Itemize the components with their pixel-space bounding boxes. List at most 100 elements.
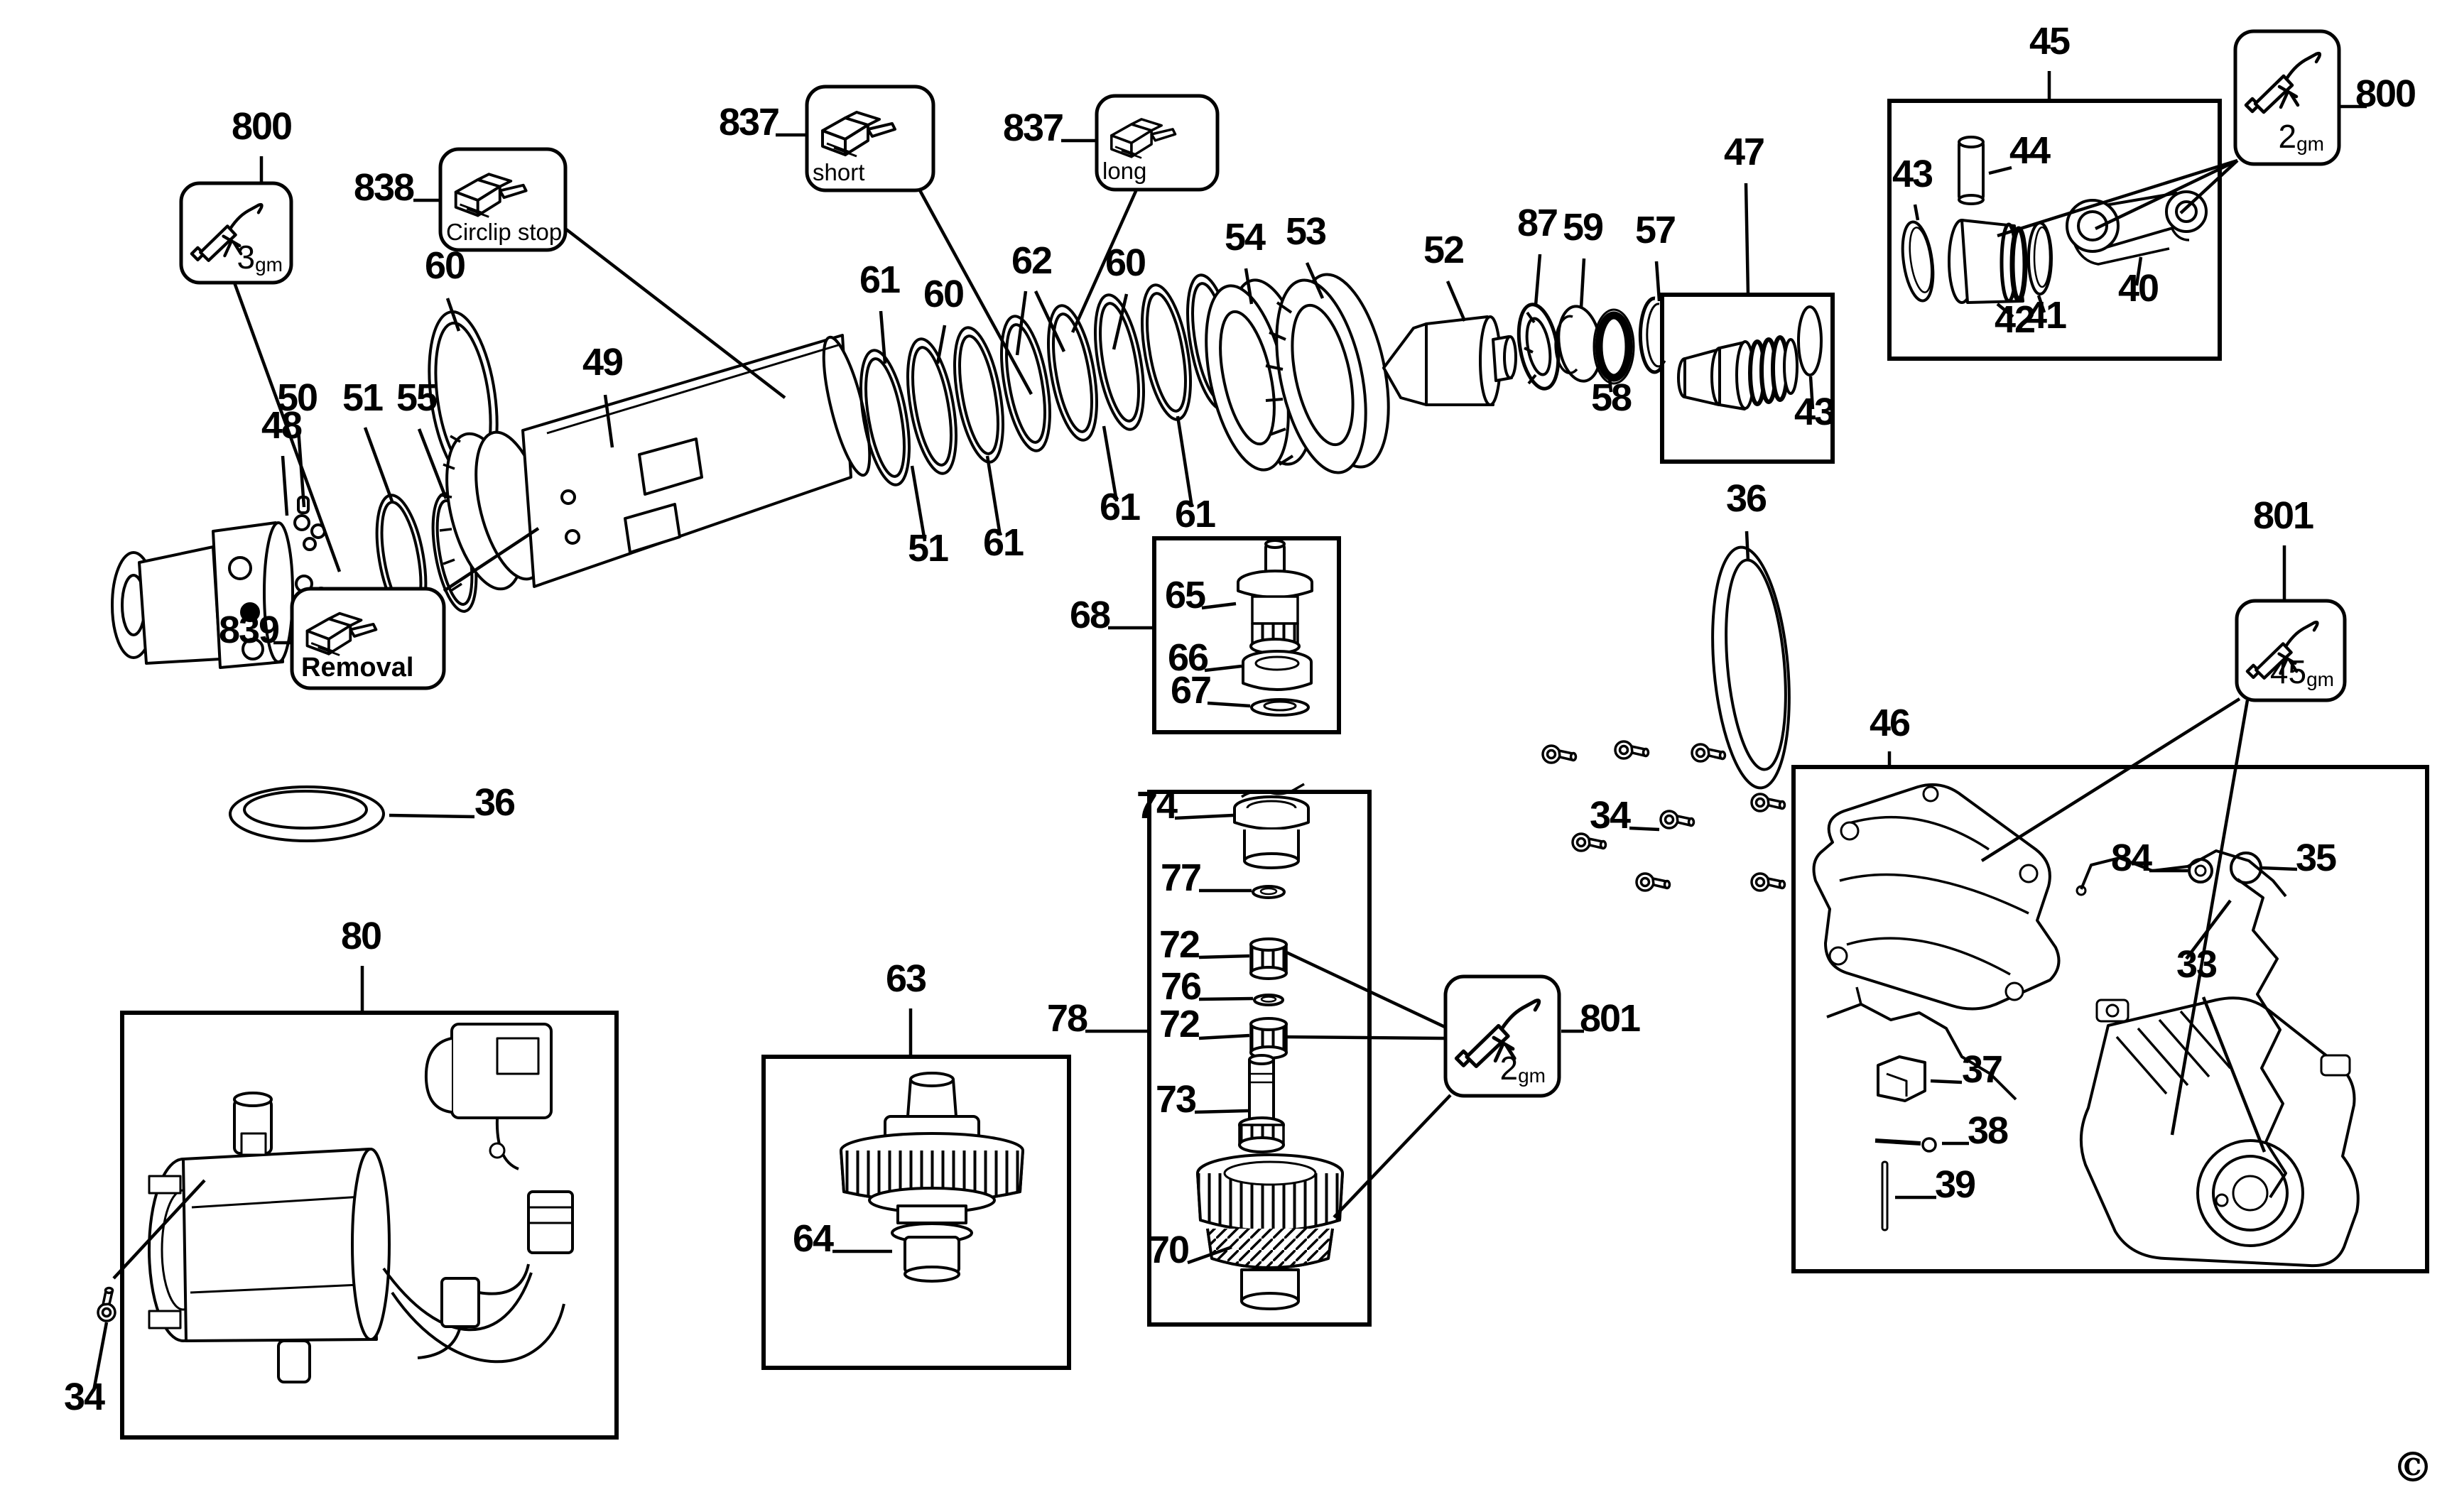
callout-label-838-circlip-stop: 838 bbox=[354, 166, 414, 209]
bracket-37 bbox=[1877, 1055, 1926, 1102]
leader-line bbox=[1913, 204, 1920, 221]
leader-line bbox=[363, 427, 394, 502]
callout-label-837-short: 837 bbox=[719, 101, 778, 143]
bearing-53 bbox=[1265, 273, 1390, 474]
leader-line bbox=[935, 325, 947, 364]
part-label-54: 54 bbox=[1225, 216, 1266, 259]
callout-label-837-long: 837 bbox=[1003, 107, 1063, 149]
roller-72-lower bbox=[1249, 1017, 1288, 1060]
part-label-52: 52 bbox=[1423, 229, 1463, 271]
callout-label-801-2gm: 801 bbox=[1580, 997, 1640, 1040]
group-box-80 bbox=[120, 1011, 619, 1440]
gearbox-housing-46 bbox=[1812, 783, 2061, 1011]
callout-amount-800-2gm: 2gm bbox=[2279, 118, 2325, 155]
part-label-42: 42 bbox=[1995, 298, 2034, 341]
group-box-45 bbox=[1887, 99, 2222, 361]
shaft-73 bbox=[1238, 1054, 1285, 1153]
callout-leader-839-removal bbox=[443, 527, 540, 592]
callout-label-839-removal: 839 bbox=[219, 609, 279, 651]
rod-39 bbox=[1881, 1160, 1889, 1231]
leader-line bbox=[281, 455, 289, 516]
group-label-78: 78 bbox=[1047, 997, 1087, 1040]
part-label-66: 66 bbox=[1168, 636, 1208, 679]
callout-box-800-2gm bbox=[2233, 29, 2341, 166]
part-label-64: 64 bbox=[793, 1217, 834, 1260]
callout-label-801-45gm: 801 bbox=[2253, 494, 2313, 537]
callout-box-837-short bbox=[805, 85, 935, 192]
leader-line bbox=[1445, 281, 1467, 322]
leader-line bbox=[1198, 954, 1250, 959]
part-label-36-left: 36 bbox=[474, 781, 515, 824]
leader-line bbox=[1174, 813, 1234, 820]
part-label-51-b: 51 bbox=[908, 527, 948, 570]
callout-box-839-removal bbox=[290, 587, 446, 690]
callout-amount-801-45gm: 45gm bbox=[2270, 653, 2334, 690]
leader-line bbox=[2185, 899, 2232, 960]
callout-caption-839-removal: Removal bbox=[301, 653, 413, 682]
washer-77 bbox=[1252, 885, 1286, 899]
part-label-40: 40 bbox=[2118, 267, 2158, 310]
o-ring-36-left bbox=[229, 785, 385, 842]
leader-line bbox=[1244, 268, 1254, 305]
part-label-61-b: 61 bbox=[983, 521, 1024, 564]
callout-label-800-3gm: 800 bbox=[232, 105, 291, 148]
callout-leader-801-45gm bbox=[1980, 697, 2241, 862]
part-label-37: 37 bbox=[1962, 1048, 2002, 1091]
washer-67 bbox=[1250, 698, 1310, 717]
callout-leader-800-2gm bbox=[2095, 158, 2238, 231]
callout-caption-838-circlip-stop: Circlip stop bbox=[446, 219, 562, 245]
part-label-65: 65 bbox=[1165, 574, 1205, 616]
leader-line bbox=[1305, 262, 1325, 299]
part-47-ram-spindle bbox=[1677, 335, 1798, 410]
leader-line bbox=[92, 1322, 109, 1391]
part-label-61-a: 61 bbox=[859, 259, 900, 301]
callout-caption-837-long: long bbox=[1102, 158, 1146, 184]
part-label-53: 53 bbox=[1286, 210, 1326, 253]
plug-35 bbox=[2230, 852, 2262, 884]
part-label-55: 55 bbox=[396, 376, 437, 419]
leader-line bbox=[1745, 531, 1750, 562]
leader-line bbox=[2036, 295, 2046, 313]
ring-59 bbox=[1554, 305, 1602, 383]
group-label-80: 80 bbox=[341, 915, 381, 957]
part-label-77: 77 bbox=[1161, 856, 1200, 899]
leader-line bbox=[1201, 602, 1237, 610]
group-label-47: 47 bbox=[1724, 131, 1764, 173]
leader-line bbox=[1204, 664, 1242, 673]
gear-70 bbox=[1196, 1153, 1344, 1310]
part-label-60-b: 60 bbox=[923, 273, 963, 315]
leader-line bbox=[417, 428, 448, 499]
group-box-46 bbox=[1791, 765, 2429, 1273]
group-box-68 bbox=[1152, 536, 1341, 734]
circlip-57 bbox=[1638, 296, 1666, 374]
group-label-63: 63 bbox=[886, 957, 926, 1000]
part-label-84: 84 bbox=[2111, 837, 2152, 879]
part-label-38: 38 bbox=[1968, 1109, 2008, 1152]
washer-87 bbox=[1517, 303, 1561, 391]
leader-line bbox=[1629, 826, 1660, 832]
motor-assembly-80 bbox=[148, 1023, 574, 1383]
callout-leader-838-circlip-stop bbox=[564, 227, 786, 399]
leader-line bbox=[1102, 425, 1119, 502]
part-label-67: 67 bbox=[1171, 669, 1210, 712]
part-label-76: 76 bbox=[1161, 965, 1201, 1008]
pin-44 bbox=[1958, 136, 1985, 205]
callout-label-800-2gm: 800 bbox=[2355, 72, 2415, 115]
leader-line bbox=[879, 310, 887, 364]
leader-line bbox=[1198, 1033, 1250, 1040]
leader-line bbox=[1176, 415, 1194, 508]
callout-leader-800-2gm bbox=[1997, 158, 2238, 238]
leader-line bbox=[445, 298, 461, 332]
callout-amount-801-2gm: 2gm bbox=[1500, 1050, 1546, 1087]
part-65-gear bbox=[1237, 539, 1313, 655]
part-label-43-45box: 43 bbox=[1892, 153, 1933, 195]
group-box-78 bbox=[1147, 790, 1372, 1327]
group-label-68: 68 bbox=[1070, 594, 1110, 636]
leader-line bbox=[389, 813, 475, 819]
callout-caption-837-short: short bbox=[813, 159, 864, 185]
part-label-48: 48 bbox=[261, 404, 302, 447]
part-label-70: 70 bbox=[1149, 1229, 1188, 1271]
leader-line bbox=[1187, 1245, 1232, 1265]
